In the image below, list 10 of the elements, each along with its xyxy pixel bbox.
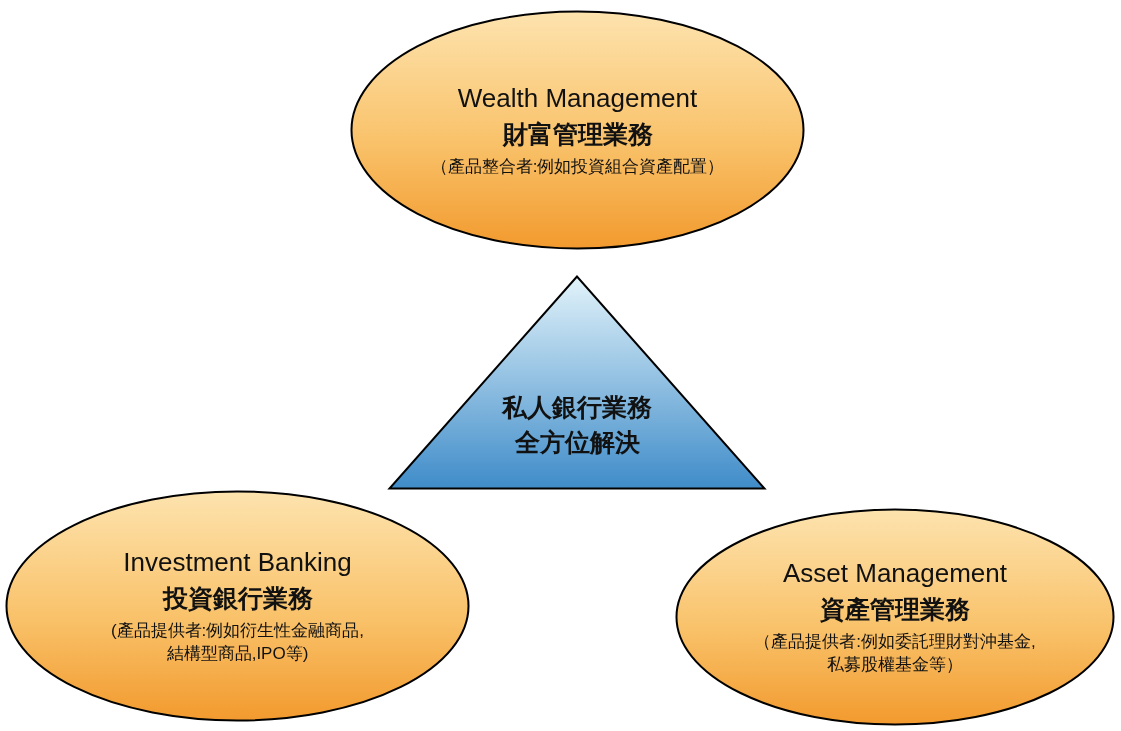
node-title: Wealth Management	[457, 82, 698, 114]
node-description: （產品整合者:例如投資組合資產配置）	[430, 155, 725, 178]
node-description: (產品提供者:例如衍生性金融商品,結構型商品,IPO等)	[109, 620, 366, 665]
node-description: （產品提供者:例如委託理財對沖基金,私募股權基金等）	[753, 631, 1037, 676]
node-subtitle: 資產管理業務	[820, 594, 970, 625]
node-title: Asset Management	[783, 558, 1007, 589]
node-subtitle: 投資銀行業務	[162, 583, 313, 614]
center-label: 私人銀行業務全方位解決	[500, 392, 653, 458]
node-title: Investment Banking	[123, 547, 352, 578]
node-subtitle: 財富管理業務	[502, 118, 653, 150]
